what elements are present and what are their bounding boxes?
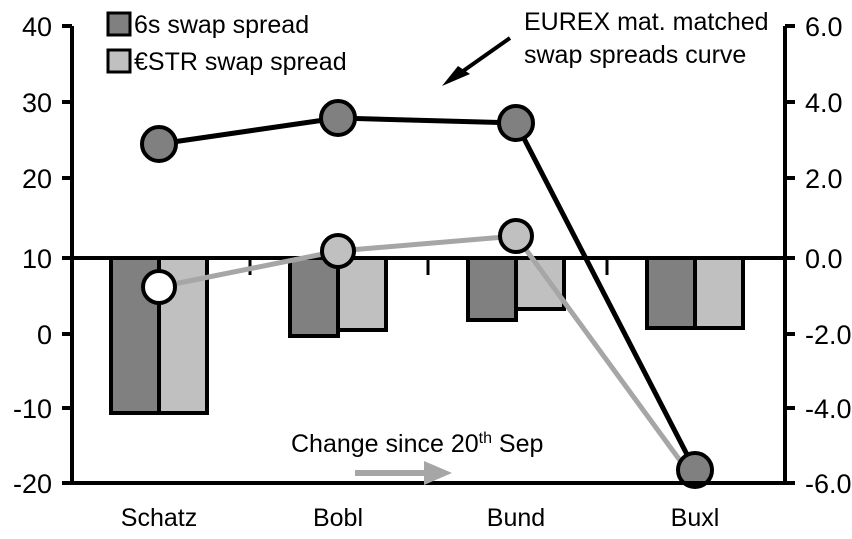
category-label-buxl: Buxl xyxy=(671,504,720,532)
legend-item-6s[interactable]: 6s swap spread xyxy=(106,11,309,39)
bar-estr-bund xyxy=(514,256,566,311)
bar-6s-schatz xyxy=(109,256,161,415)
gray-marker-schatz xyxy=(141,269,177,305)
legend-swatch-estr-icon xyxy=(106,48,132,74)
left-axis-tick-4: 0 xyxy=(37,320,52,350)
right-axis-tick-2: 2.0 xyxy=(805,164,843,194)
right-axis-tick-0: 6.0 xyxy=(805,12,843,42)
black-marker-schatz xyxy=(140,125,178,163)
category-labels: Schatz Bobl Bund Buxl xyxy=(121,504,720,532)
gray-marker-bund xyxy=(498,218,534,254)
gray-marker-bobl xyxy=(320,233,356,269)
legend-label-estr: €STR swap spread xyxy=(134,48,347,76)
eurex-note-line2: swap spreads curve xyxy=(524,41,746,69)
right-axis-tick-4: -2.0 xyxy=(805,320,852,350)
bar-estr-bobl xyxy=(336,256,388,332)
bar-estr-buxl xyxy=(693,256,745,330)
black-eurex-line xyxy=(158,115,698,472)
legend-swatch-6s-icon xyxy=(106,11,132,37)
bars-group xyxy=(109,256,745,415)
left-axis: 40 30 20 10 0 -10 -20 xyxy=(13,12,74,499)
left-axis-tick-0: 40 xyxy=(22,12,52,42)
right-axis-tick-6: -6.0 xyxy=(805,469,852,499)
eurex-arrow-icon xyxy=(442,36,512,86)
change-note-main: Change since 20 xyxy=(291,430,479,458)
black-marker-buxl xyxy=(676,451,714,489)
eurex-curve-annotation: EUREX mat. matched swap spreads curve xyxy=(442,8,769,86)
legend-label-6s: 6s swap spread xyxy=(134,11,309,39)
category-label-bobl: Bobl xyxy=(313,504,363,532)
right-axis-tick-1: 4.0 xyxy=(805,88,843,118)
eurex-note-line1: EUREX mat. matched xyxy=(524,8,769,36)
category-label-bund: Bund xyxy=(487,504,545,532)
left-axis-tick-5: -10 xyxy=(13,394,52,424)
left-axis-tick-3: 10 xyxy=(22,244,52,274)
bar-6s-bund xyxy=(466,256,518,322)
category-label-schatz: Schatz xyxy=(121,504,197,532)
left-axis-tick-1: 30 xyxy=(22,88,52,118)
left-axis-tick-6: -20 xyxy=(13,469,52,499)
bar-6s-buxl xyxy=(645,256,697,330)
legend: 6s swap spread €STR swap spread xyxy=(106,11,347,76)
left-axis-tick-2: 20 xyxy=(22,164,52,194)
right-axis-tick-3: 0.0 xyxy=(805,244,843,274)
change-since-annotation: Change since 20th Sep xyxy=(291,430,543,485)
change-arrow-icon xyxy=(355,461,452,485)
legend-item-estr[interactable]: €STR swap spread xyxy=(106,48,347,76)
bar-6s-bobl xyxy=(288,256,340,338)
change-note-superscript: th xyxy=(479,430,492,447)
black-marker-bobl xyxy=(319,99,357,137)
gray-change-line xyxy=(158,233,698,483)
black-marker-bund xyxy=(497,104,535,142)
gray-change-line-series xyxy=(141,218,698,483)
right-axis-tick-5: -4.0 xyxy=(805,394,852,424)
change-note-text: Change since 20th Sep xyxy=(291,430,543,458)
right-axis: 6.0 4.0 2.0 0.0 -2.0 -4.0 -6.0 xyxy=(783,12,852,499)
change-note-tail: Sep xyxy=(492,430,543,458)
black-eurex-line-series xyxy=(140,99,714,489)
